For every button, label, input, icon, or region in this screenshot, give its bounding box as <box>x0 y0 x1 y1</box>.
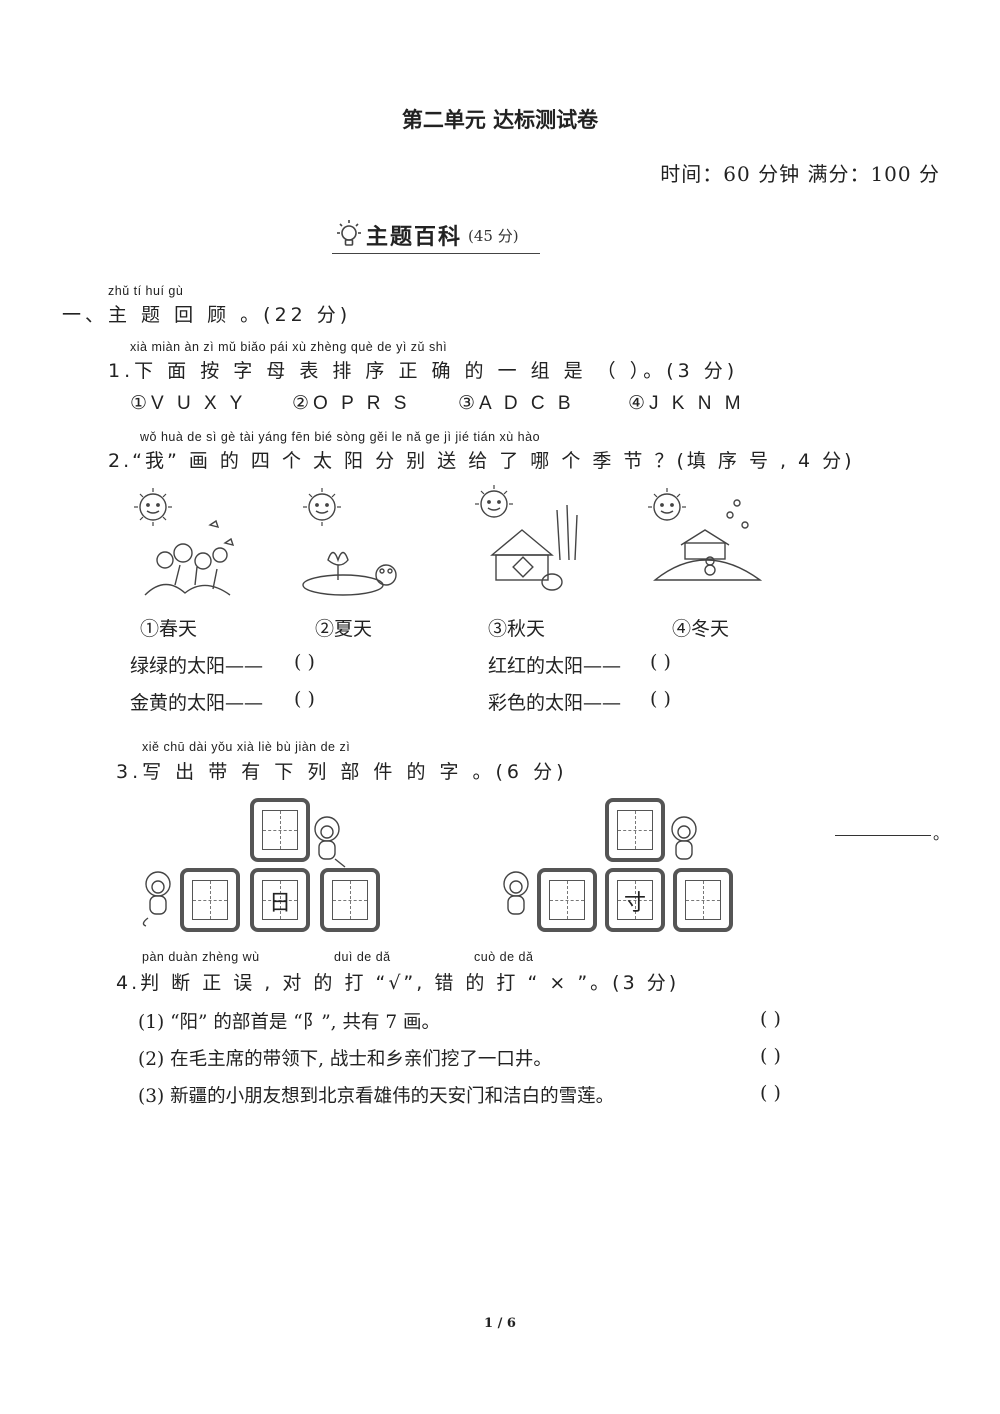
match-golden-sun: 金黄的太阳—— <box>130 692 264 714</box>
puzzle-box-2-left[interactable] <box>537 868 597 932</box>
q4-pinyin-c: cuò de dǎ <box>474 950 534 964</box>
time-info: 时间：60 分钟 满分：100 分 <box>660 162 940 186</box>
monkey-icon <box>671 816 697 860</box>
q2-pinyin: wǒ huà de sì gè tài yáng fēn bié sòng gě… <box>140 430 541 444</box>
monkey-icon <box>142 871 171 927</box>
q1-text: 1.下 面 按 字 母 表 排 序 正 确 的 一 组 是 （ ）。(3 分) <box>108 360 739 382</box>
monkey-icon <box>314 816 346 868</box>
q1-option-1: ①V U X Y <box>130 393 247 414</box>
answer-red-sun[interactable]: ( ) <box>650 651 671 673</box>
match-colorful-sun: 彩色的太阳—— <box>488 692 622 714</box>
match-red-sun: 红红的太阳—— <box>488 655 622 677</box>
monkey-icon <box>503 871 529 915</box>
q3-text: 3.写 出 带 有 下 列 部 件 的 字 。(6 分) <box>116 761 568 783</box>
answer-blank-line[interactable] <box>835 835 931 836</box>
q4-answer-2[interactable]: ( ) <box>760 1045 781 1067</box>
puzzle-box-2-top[interactable] <box>605 798 665 862</box>
part-character-2: 寸 <box>623 891 646 916</box>
winter-sun-image <box>648 488 763 581</box>
q4-item-1: (1) “阳” 的部首是 “阝”, 共有 7 画。 <box>138 1012 440 1033</box>
puzzle-box-1-center: 日 <box>250 868 310 932</box>
puzzle-box-1-top[interactable] <box>250 798 310 862</box>
section1-heading: 一、主 题 回 顾 。(22 分) <box>62 304 352 326</box>
banner-points: (45 分) <box>468 226 519 245</box>
banner-label: 主题百科 <box>366 225 463 250</box>
q4-item-3: (3) 新疆的小朋友想到北京看雄伟的天安门和洁白的雪莲。 <box>138 1086 615 1107</box>
summer-sun-image <box>302 488 397 596</box>
answer-green-sun[interactable]: ( ) <box>294 651 315 673</box>
banner-underline <box>332 253 540 254</box>
season-summer: ②夏天 <box>315 618 373 640</box>
section-banner: 主题百科 (45 分) <box>332 216 519 254</box>
q4-answer-1[interactable]: ( ) <box>760 1008 781 1030</box>
answer-golden-sun[interactable]: ( ) <box>294 688 315 710</box>
puzzle-box-1-right[interactable] <box>320 868 380 932</box>
spring-sun-image <box>134 488 235 596</box>
autumn-sun-image <box>475 485 578 591</box>
q4-pinyin-a: pàn duàn zhèng wù <box>142 950 260 964</box>
answer-colorful-sun[interactable]: ( ) <box>650 688 671 710</box>
season-spring: ①春天 <box>140 618 198 640</box>
q4-text: 4.判 断 正 误 , 对 的 打 “√”, 错 的 打 “ × ”。(3 分) <box>116 972 680 994</box>
match-green-sun: 绿绿的太阳—— <box>130 655 264 677</box>
section1-pinyin: zhǔ tí huí gù <box>108 284 184 298</box>
q4-answer-3[interactable]: ( ) <box>760 1082 781 1104</box>
page-number: 1 / 6 <box>484 1316 516 1331</box>
puzzle-box-2-center: 寸 <box>605 868 665 932</box>
q1-option-2: ②O P R S <box>292 393 411 414</box>
puzzle-box-1-left[interactable] <box>180 868 240 932</box>
q2-text: 2.“我” 画 的 四 个 太 阳 分 别 送 给 了 哪 个 季 节 ？(填 … <box>108 450 855 472</box>
page-title: 第二单元 达标测试卷 <box>401 108 599 132</box>
part-character-1: 日 <box>268 891 291 916</box>
q4-item-2: (2) 在毛主席的带领下, 战士和乡亲们挖了一口井。 <box>138 1049 552 1070</box>
season-autumn: ③秋天 <box>488 618 546 640</box>
q1-option-4: ④J K N M <box>628 393 745 414</box>
q4-pinyin-b: duì de dǎ <box>334 950 391 964</box>
q1-pinyin: xià miàn àn zì mǔ biǎo pái xù zhèng què … <box>130 340 448 354</box>
q1-option-3: ③A D C B <box>458 393 575 414</box>
season-winter: ④冬天 <box>672 618 730 640</box>
q3-pinyin: xiě chū dài yǒu xià liè bù jiàn de zì <box>142 740 351 754</box>
blank-line-end: 。 <box>933 824 950 843</box>
lightbulb-icon <box>337 220 361 246</box>
puzzle-box-2-right[interactable] <box>673 868 733 932</box>
